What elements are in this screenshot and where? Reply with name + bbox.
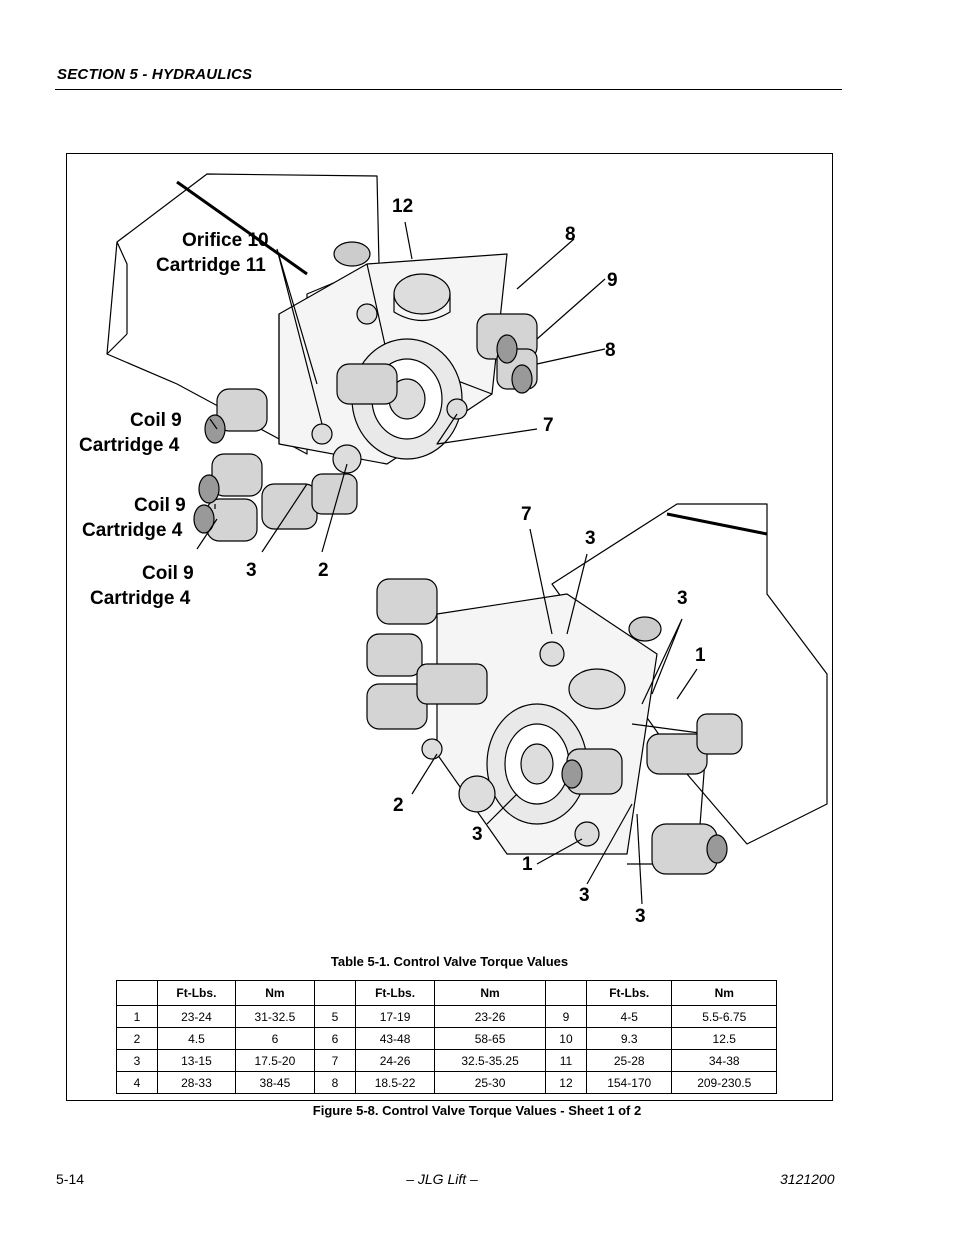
column-header: Ft-Lbs. <box>354 980 436 1006</box>
table-cell: 2 <box>116 1027 158 1050</box>
callout-12: 12 <box>392 196 414 217</box>
callout-3-lower-d: 3 <box>579 885 590 906</box>
callout-orifice-10: Orifice 10 <box>182 230 269 251</box>
column-header: Ft-Lbs. <box>585 980 673 1006</box>
column-header: Nm <box>671 980 777 1006</box>
column-header: Nm <box>434 980 546 1006</box>
table-cell: 154-170 <box>585 1071 673 1094</box>
table-cell: 9 <box>544 1005 587 1028</box>
table-header-row: Ft-Lbs. Nm Ft-Lbs. Nm Ft-Lbs. Nm <box>116 980 777 1006</box>
torque-table: Ft-Lbs. Nm Ft-Lbs. Nm Ft-Lbs. Nm 1 23-24… <box>116 980 777 1094</box>
table-row: 3 13-15 17.5-20 7 24-26 32.5-35.25 11 25… <box>116 1049 777 1072</box>
table-cell: 12 <box>544 1071 587 1094</box>
table-cell: 23-26 <box>434 1005 546 1028</box>
callout-7-lower: 7 <box>521 504 532 525</box>
callout-1-lower-a: 1 <box>695 645 706 666</box>
callout-2-upper: 2 <box>318 560 329 581</box>
table-cell: 12.5 <box>671 1027 777 1050</box>
valve-illustration <box>106 173 828 905</box>
table-cell: 43-48 <box>354 1027 436 1050</box>
column-header: Ft-Lbs. <box>157 980 236 1006</box>
callout-cartridge-4-c: Cartridge 4 <box>90 588 191 609</box>
section-title: SECTION 5 - HYDRAULICS <box>57 66 253 83</box>
table-cell: 38-45 <box>234 1071 315 1094</box>
figure-frame: Orifice 10 Cartridge 11 12 8 9 8 7 Coil … <box>66 153 833 1101</box>
column-header <box>313 980 356 1006</box>
table-cell: 34-38 <box>671 1049 777 1072</box>
callout-9: 9 <box>607 270 618 291</box>
column-header <box>544 980 587 1006</box>
table-cell: 5 <box>313 1005 356 1028</box>
table-cell: 6 <box>313 1027 356 1050</box>
callout-8-mid: 8 <box>605 340 616 361</box>
table-cell: 28-33 <box>157 1071 236 1094</box>
callout-7-top: 7 <box>543 415 554 436</box>
table-cell: 1 <box>116 1005 158 1028</box>
footer-brand: – JLG Lift – <box>406 1171 478 1187</box>
column-header: Nm <box>234 980 315 1006</box>
callout-cartridge-4-a: Cartridge 4 <box>79 435 180 456</box>
callout-3-upper-a: 3 <box>246 560 257 581</box>
table-cell: 25-30 <box>434 1071 546 1094</box>
callout-1-lower-b: 1 <box>522 854 533 875</box>
table-cell: 3 <box>116 1049 158 1072</box>
table-cell: 58-65 <box>434 1027 546 1050</box>
table-cell: 32.5-35.25 <box>434 1049 546 1072</box>
callout-cartridge-4-b: Cartridge 4 <box>82 520 183 541</box>
table-cell: 4.5 <box>157 1027 236 1050</box>
table-cell: 7 <box>313 1049 356 1072</box>
table-title: Table 5-1. Control Valve Torque Values <box>330 954 569 969</box>
table-cell: 10 <box>544 1027 587 1050</box>
table-cell: 4 <box>116 1071 158 1094</box>
table-cell: 9.3 <box>585 1027 673 1050</box>
callout-coil-9-b: Coil 9 <box>134 495 186 516</box>
table-cell: 6 <box>234 1027 315 1050</box>
column-header <box>116 980 158 1006</box>
table-cell: 24-26 <box>354 1049 436 1072</box>
callout-3-lower-e: 3 <box>635 906 646 927</box>
callout-3-lower-c: 3 <box>472 824 483 845</box>
header-rule <box>55 89 842 90</box>
callout-3-lower-a: 3 <box>585 528 596 549</box>
callout-8-top: 8 <box>565 224 576 245</box>
table-cell: 209-230.5 <box>671 1071 777 1094</box>
table-row: 1 23-24 31-32.5 5 17-19 23-26 9 4-5 5.5-… <box>116 1005 777 1028</box>
table-cell: 8 <box>313 1071 356 1094</box>
page-number: 5-14 <box>56 1171 85 1187</box>
table-row: 2 4.5 6 6 43-48 58-65 10 9.3 12.5 <box>116 1027 777 1050</box>
table-cell: 31-32.5 <box>234 1005 315 1028</box>
table-cell: 23-24 <box>157 1005 236 1028</box>
table-cell: 4-5 <box>585 1005 673 1028</box>
callout-coil-9-c: Coil 9 <box>142 563 194 584</box>
callout-coil-9-a: Coil 9 <box>130 410 182 431</box>
table-cell: 11 <box>544 1049 587 1072</box>
figure-caption: Figure 5-8. Control Valve Torque Values … <box>312 1103 642 1118</box>
table-cell: 18.5-22 <box>354 1071 436 1094</box>
document-number: 3121200 <box>780 1171 835 1187</box>
table-row: 4 28-33 38-45 8 18.5-22 25-30 12 154-170… <box>116 1071 777 1094</box>
table-cell: 5.5-6.75 <box>671 1005 777 1028</box>
table-cell: 13-15 <box>157 1049 236 1072</box>
callout-2-lower: 2 <box>393 795 404 816</box>
callout-cartridge-11: Cartridge 11 <box>156 255 266 276</box>
table-cell: 25-28 <box>585 1049 673 1072</box>
callout-3-lower-b: 3 <box>677 588 688 609</box>
table-cell: 17.5-20 <box>234 1049 315 1072</box>
table-cell: 17-19 <box>354 1005 436 1028</box>
